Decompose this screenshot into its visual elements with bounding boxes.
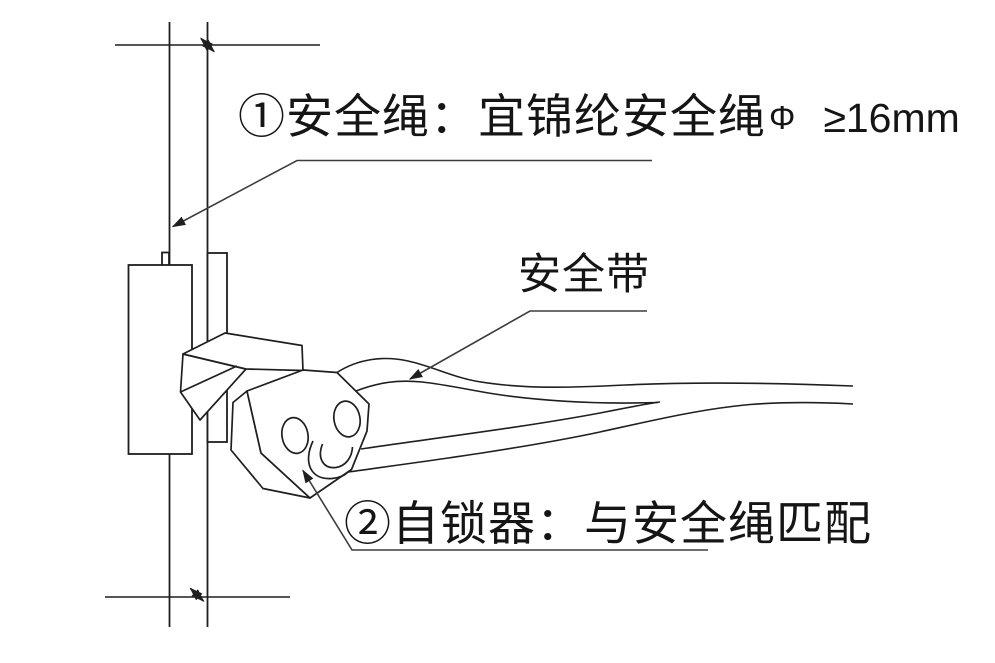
label-rope-diameter-spec: ≥16mm bbox=[823, 95, 960, 141]
leader-safety-rope bbox=[171, 159, 652, 228]
label-safety-rope: ①安全绳：宜锦纶安全绳Φ ≥16mm bbox=[238, 93, 960, 140]
label-phi-symbol: Φ bbox=[769, 99, 797, 136]
label-safety-rope-text: ①安全绳：宜锦纶安全绳 bbox=[238, 90, 766, 143]
leader-self-locking-device bbox=[302, 469, 708, 551]
label-safety-belt: 安全带 bbox=[518, 251, 650, 299]
self-locking-device bbox=[230, 369, 370, 499]
safety-belt-webbing bbox=[336, 357, 854, 473]
label-self-locking-device: ②自锁器：与安全绳匹配 bbox=[344, 497, 872, 550]
leader-safety-belt bbox=[408, 310, 647, 380]
rope-clamp bbox=[179, 332, 304, 421]
break-mark-icon bbox=[189, 37, 215, 602]
